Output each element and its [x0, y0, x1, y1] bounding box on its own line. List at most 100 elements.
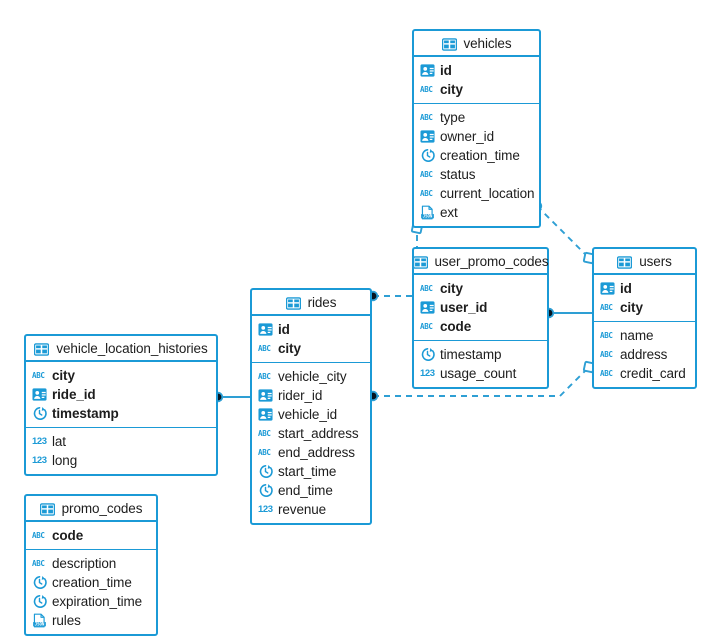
- entity-header-vehicles[interactable]: vehicles: [414, 31, 539, 57]
- entity-header-user_promo_codes[interactable]: user_promo_codes: [412, 249, 549, 275]
- primary-key-field[interactable]: ride_id: [26, 385, 216, 404]
- column-field[interactable]: owner_id: [414, 127, 539, 146]
- abc-icon: ABC: [258, 429, 271, 438]
- field-name: type: [440, 110, 466, 125]
- clock-icon: [32, 406, 47, 421]
- abc-icon: ABC: [420, 113, 433, 122]
- column-field[interactable]: ABC type: [414, 108, 539, 127]
- entity-header-rides[interactable]: rides: [252, 290, 370, 316]
- clock-icon: [420, 347, 435, 362]
- entity-title: vehicle_location_histories: [56, 340, 208, 356]
- field-name: user_id: [440, 300, 488, 315]
- primary-key-field[interactable]: timestamp: [26, 404, 216, 423]
- primary-key-field[interactable]: id: [252, 320, 370, 339]
- field-name: city: [440, 281, 463, 296]
- id-card-icon: [420, 63, 435, 78]
- abc-icon: ABC: [600, 331, 613, 340]
- relationship-rel-upc-users[interactable]: [543, 307, 592, 319]
- id-card-icon: [420, 300, 435, 315]
- column-field[interactable]: start_time: [252, 462, 370, 481]
- field-name: start_time: [278, 464, 337, 479]
- field-name: owner_id: [440, 129, 494, 144]
- field-name: city: [52, 368, 75, 383]
- field-name: code: [440, 319, 472, 334]
- field-name: long: [52, 453, 78, 468]
- primary-key-field[interactable]: id: [594, 279, 695, 298]
- json-icon: JSON: [420, 205, 435, 220]
- entity-title: user_promo_codes: [434, 253, 549, 269]
- column-field[interactable]: rider_id: [252, 386, 370, 405]
- field-name: code: [52, 528, 84, 543]
- id-card-icon: [32, 387, 47, 402]
- relationship-rel-vlh-rides[interactable]: [212, 391, 250, 403]
- table-grid-icon: [39, 502, 56, 516]
- abc-icon: ABC: [32, 559, 45, 568]
- clock-icon: [258, 483, 273, 498]
- column-field[interactable]: end_time: [252, 481, 370, 500]
- primary-key-field[interactable]: ABC city: [26, 366, 216, 385]
- column-field[interactable]: expiration_time: [26, 592, 156, 611]
- column-field[interactable]: timestamp: [414, 345, 547, 364]
- field-name: end_time: [278, 483, 333, 498]
- id-card-icon: [258, 388, 273, 403]
- column-field[interactable]: 123 long: [26, 451, 216, 470]
- svg-text:JSON: JSON: [423, 213, 433, 218]
- field-name: id: [278, 322, 290, 337]
- primary-key-field[interactable]: user_id: [414, 298, 547, 317]
- field-name: city: [278, 341, 301, 356]
- column-field[interactable]: vehicle_id: [252, 405, 370, 424]
- field-name: rules: [52, 613, 81, 628]
- 123-icon: 123: [32, 455, 47, 466]
- entity-header-promo_codes[interactable]: promo_codes: [26, 496, 156, 522]
- entity-header-users[interactable]: users: [594, 249, 695, 275]
- abc-icon: ABC: [32, 371, 45, 380]
- field-name: end_address: [278, 445, 355, 460]
- field-name: revenue: [278, 502, 327, 517]
- column-field[interactable]: 123 revenue: [252, 500, 370, 519]
- table-grid-icon: [441, 37, 458, 51]
- primary-key-field[interactable]: id: [414, 61, 539, 80]
- abc-icon: ABC: [600, 350, 613, 359]
- abc-icon: ABC: [420, 170, 433, 179]
- column-field[interactable]: creation_time: [414, 146, 539, 165]
- column-field[interactable]: creation_time: [26, 573, 156, 592]
- entity-header-vehicle_location_histories[interactable]: vehicle_location_histories: [26, 336, 216, 362]
- field-name: city: [620, 300, 643, 315]
- 123-icon: 123: [258, 504, 273, 515]
- field-name: usage_count: [440, 366, 517, 381]
